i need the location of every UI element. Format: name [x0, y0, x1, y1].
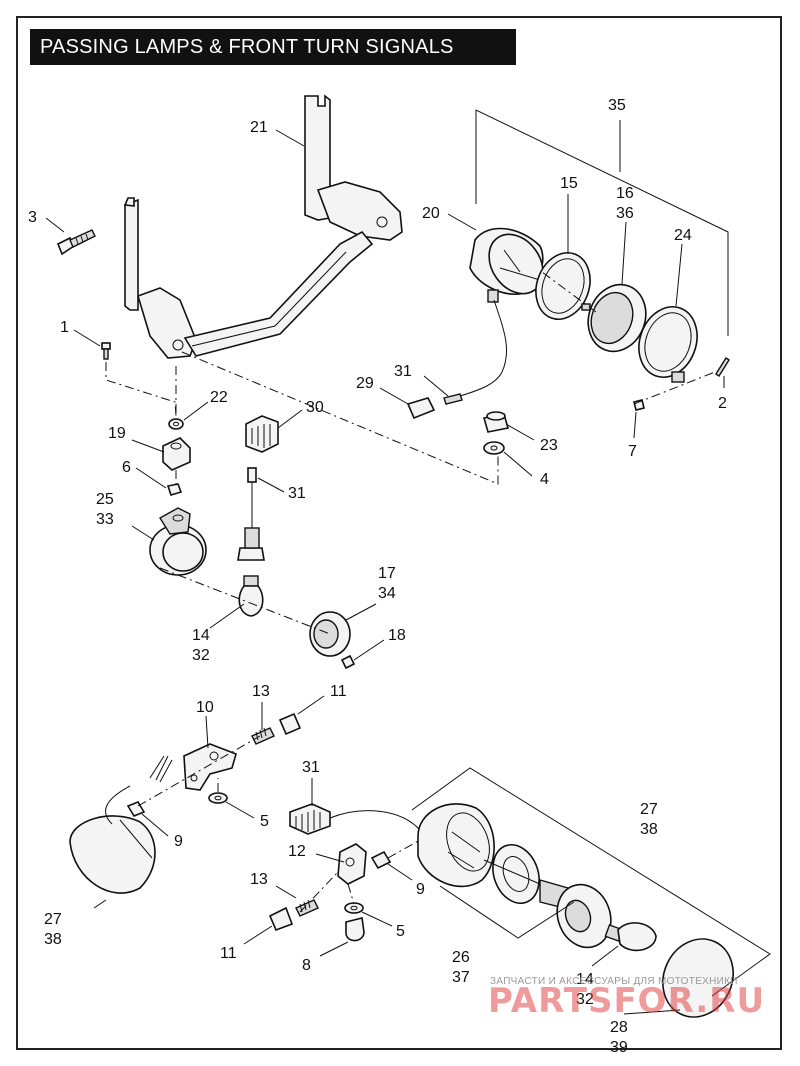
callout-24: 24	[674, 227, 692, 244]
callout-22: 22	[210, 389, 228, 406]
diagram-title: PASSING LAMPS & FRONT TURN SIGNALS	[30, 29, 516, 65]
callout-38-left: 38	[44, 931, 62, 948]
connector-part[interactable]	[245, 415, 279, 453]
threaded-stud-part[interactable]	[251, 727, 275, 745]
callout-18: 18	[388, 627, 406, 644]
callout-labels: 3 1 21 20 35 15 16 36 24 2 7 31 29 23 4 …	[28, 97, 727, 1056]
callout-31-bottom: 31	[302, 759, 320, 776]
callout-3: 3	[28, 209, 37, 226]
callout-37: 37	[452, 969, 470, 986]
callout-10: 10	[196, 699, 214, 716]
callout-9-right: 9	[416, 881, 425, 898]
socket-wire-part[interactable]	[237, 467, 265, 561]
sealed-beam-part[interactable]	[579, 276, 655, 359]
callout-13-top: 13	[252, 683, 270, 700]
callout-2: 2	[718, 395, 727, 412]
bulb-part[interactable]	[238, 575, 264, 617]
grommet-part[interactable]	[482, 411, 510, 433]
callout-16: 16	[616, 185, 634, 202]
callout-5-bottom: 5	[396, 923, 405, 940]
callout-11-bottom: 11	[220, 945, 237, 962]
bolt-part[interactable]	[56, 229, 96, 256]
callout-21: 21	[250, 119, 268, 136]
callout-32-right: 32	[576, 991, 594, 1008]
callout-12: 12	[288, 843, 306, 860]
callout-14-left: 14	[192, 627, 210, 644]
callout-17: 17	[378, 565, 396, 582]
mounting-bracket-part[interactable]	[123, 94, 403, 359]
callout-4: 4	[540, 471, 549, 488]
callout-6: 6	[122, 459, 131, 476]
screw-part[interactable]	[101, 342, 111, 360]
rubber-ring-part[interactable]	[527, 245, 599, 327]
callout-38-right: 38	[640, 821, 658, 838]
leader-lines	[45, 129, 725, 1015]
signal-mount-bracket-part[interactable]	[337, 843, 367, 885]
callout-9-left: 9	[174, 833, 183, 850]
socket-assembly-part[interactable]	[483, 838, 619, 955]
callout-5-top: 5	[260, 813, 269, 830]
callout-1: 1	[60, 319, 69, 336]
callout-7: 7	[628, 443, 637, 460]
washer-part[interactable]	[344, 902, 364, 914]
callout-30: 30	[306, 399, 324, 416]
turn-signal-housing-right-part[interactable]	[417, 803, 497, 888]
callout-35: 35	[608, 97, 626, 114]
connector-part[interactable]	[289, 803, 421, 835]
lamp-lens-part[interactable]	[309, 611, 351, 657]
callout-39: 39	[610, 1039, 628, 1056]
callout-14-right: 14	[576, 971, 594, 988]
callout-25: 25	[96, 491, 114, 508]
washer-part[interactable]	[483, 441, 505, 455]
callout-8: 8	[302, 957, 311, 974]
callout-15: 15	[560, 175, 578, 192]
wire-terminal-part[interactable]	[443, 393, 463, 405]
watermark-tagline: ЗАПЧАСТИ И АКСЕССУАРЫ ДЛЯ МОТОТЕХНИКИ	[490, 976, 738, 987]
callout-20: 20	[422, 205, 440, 222]
watermark-logo: PARTSFOR.RU	[488, 981, 765, 1021]
callout-34: 34	[378, 585, 396, 602]
callout-13-bottom: 13	[250, 871, 268, 888]
signal-lens-part[interactable]	[650, 927, 745, 1028]
nut-part[interactable]	[166, 483, 183, 496]
callout-31-top: 31	[394, 363, 412, 380]
callout-33: 33	[96, 511, 114, 528]
clamp-block-part[interactable]	[162, 437, 191, 471]
callout-26: 26	[452, 949, 470, 966]
acorn-nut-part[interactable]	[278, 712, 302, 736]
signal-mount-bracket-part[interactable]	[149, 743, 237, 791]
callout-19: 19	[108, 425, 126, 442]
screw-part[interactable]	[715, 357, 730, 377]
acorn-nut-part[interactable]	[345, 917, 365, 942]
turn-signal-housing-left-part[interactable]	[69, 785, 156, 894]
nut-part[interactable]	[370, 850, 392, 870]
washer-part[interactable]	[208, 792, 228, 804]
callout-29: 29	[356, 375, 374, 392]
callout-28: 28	[610, 1019, 628, 1036]
callout-11-top: 11	[330, 683, 347, 700]
callout-32-left: 32	[192, 647, 210, 664]
threaded-stud-part[interactable]	[295, 899, 319, 917]
callout-27-left: 27	[44, 911, 62, 928]
nut-part[interactable]	[126, 801, 146, 817]
trim-ring-part[interactable]	[629, 299, 706, 386]
watermark: ЗАПЧАСТИ И АКСЕССУАРЫ ДЛЯ МОТОТЕХНИКИ PA…	[488, 976, 765, 1021]
callout-27-right: 27	[640, 801, 658, 818]
plug-part[interactable]	[406, 397, 436, 420]
washer-part[interactable]	[168, 418, 184, 430]
acorn-nut-part[interactable]	[268, 906, 294, 932]
callout-36: 36	[616, 205, 634, 222]
screw-part[interactable]	[340, 654, 356, 670]
lamp-housing-ring-part[interactable]	[149, 507, 207, 576]
bulb-part[interactable]	[604, 922, 657, 952]
callout-23: 23	[540, 437, 558, 454]
passing-lamp-housing-part[interactable]	[459, 224, 554, 397]
callout-31-mid: 31	[288, 485, 306, 502]
